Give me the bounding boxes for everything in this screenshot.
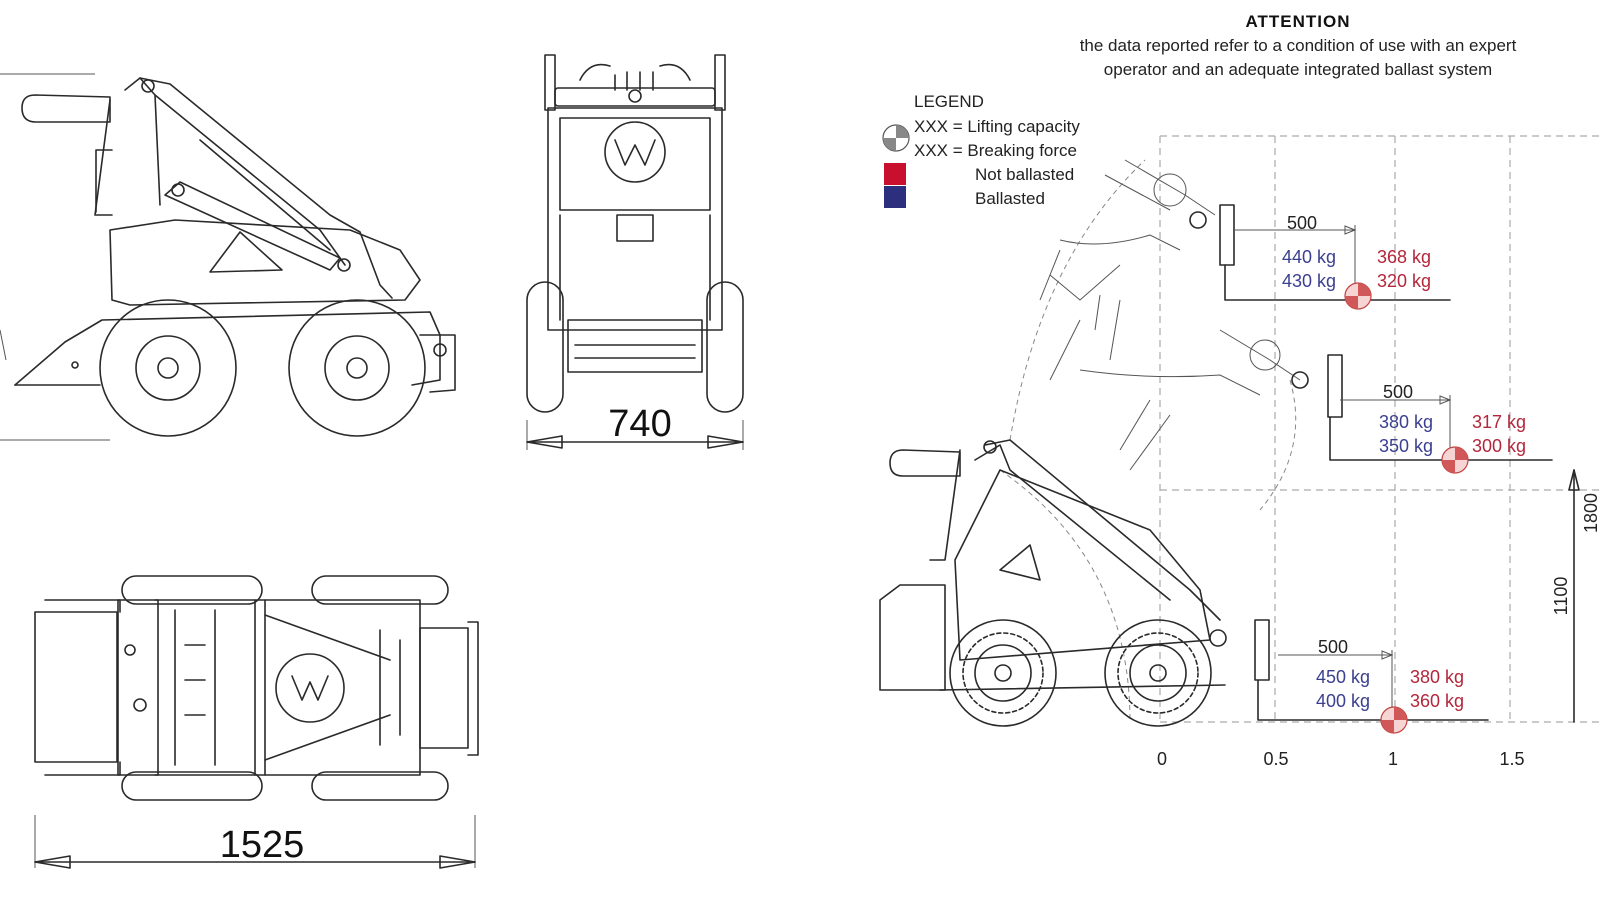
- loader-reach-drawing: [879, 159, 1553, 727]
- load-point-1-distance: 500: [1287, 213, 1317, 233]
- height-1800-label: 1800: [1581, 493, 1600, 533]
- load-point-3-not-ballasted-lift: 380 kg: [1410, 667, 1464, 687]
- load-point-3: 500 450 kg 400 kg 380 kg 360 kg: [1278, 637, 1464, 734]
- load-point-3-ballasted-break: 400 kg: [1316, 691, 1370, 711]
- legend-lifting-label: XXX = Lifting capacity: [914, 117, 1080, 136]
- load-point-legend-icon: [882, 124, 910, 152]
- x-axis-tick-1: 1: [1388, 749, 1398, 769]
- x-axis-tick-0.5: 0.5: [1263, 749, 1288, 769]
- x-axis-tick-1.5: 1.5: [1499, 749, 1524, 769]
- load-point-2-ballasted-lift: 380 kg: [1379, 412, 1433, 432]
- x-axis-tick-0: 0: [1157, 749, 1167, 769]
- load-point-3-distance: 500: [1318, 637, 1348, 657]
- load-point-1-not-ballasted-break: 320 kg: [1377, 271, 1431, 291]
- load-point-2-ballasted-break: 350 kg: [1379, 436, 1433, 456]
- legend-breaking-label: XXX = Breaking force: [914, 141, 1077, 160]
- load-point-2-distance: 500: [1383, 382, 1413, 402]
- load-point-2-not-ballasted-lift: 317 kg: [1472, 412, 1526, 432]
- load-point-1-ballasted-break: 430 kg: [1282, 271, 1336, 291]
- attention-line-1: the data reported refer to a condition o…: [1080, 36, 1517, 55]
- load-point-1: 500 440 kg 430 kg 368 kg 320 kg: [1235, 213, 1431, 310]
- ballasted-swatch: [884, 186, 906, 208]
- load-point-1-not-ballasted-lift: 368 kg: [1377, 247, 1431, 267]
- side-view-drawing: [0, 73, 456, 441]
- load-point-2-not-ballasted-break: 300 kg: [1472, 436, 1526, 456]
- load-point-1-ballasted-lift: 440 kg: [1282, 247, 1336, 267]
- legend-ballasted-label: Ballasted: [975, 189, 1045, 208]
- legend-not-ballasted-label: Not ballasted: [975, 165, 1074, 184]
- top-view-drawing: [34, 575, 479, 869]
- width-dimension-label: 740: [608, 403, 671, 445]
- attention-title: ATTENTION: [1245, 12, 1350, 31]
- load-point-3-not-ballasted-break: 360 kg: [1410, 691, 1464, 711]
- height-1100-label: 1100: [1551, 577, 1571, 616]
- load-point-3-ballasted-lift: 450 kg: [1316, 667, 1370, 687]
- front-view-drawing: [526, 54, 744, 450]
- legend-title: LEGEND: [914, 92, 984, 111]
- load-point-2: 500 380 kg 350 kg 317 kg 300 kg: [1340, 382, 1526, 474]
- length-dimension-label: 1525: [220, 824, 305, 866]
- not-ballasted-swatch: [884, 163, 906, 185]
- attention-line-2: operator and an adequate integrated ball…: [1104, 60, 1492, 79]
